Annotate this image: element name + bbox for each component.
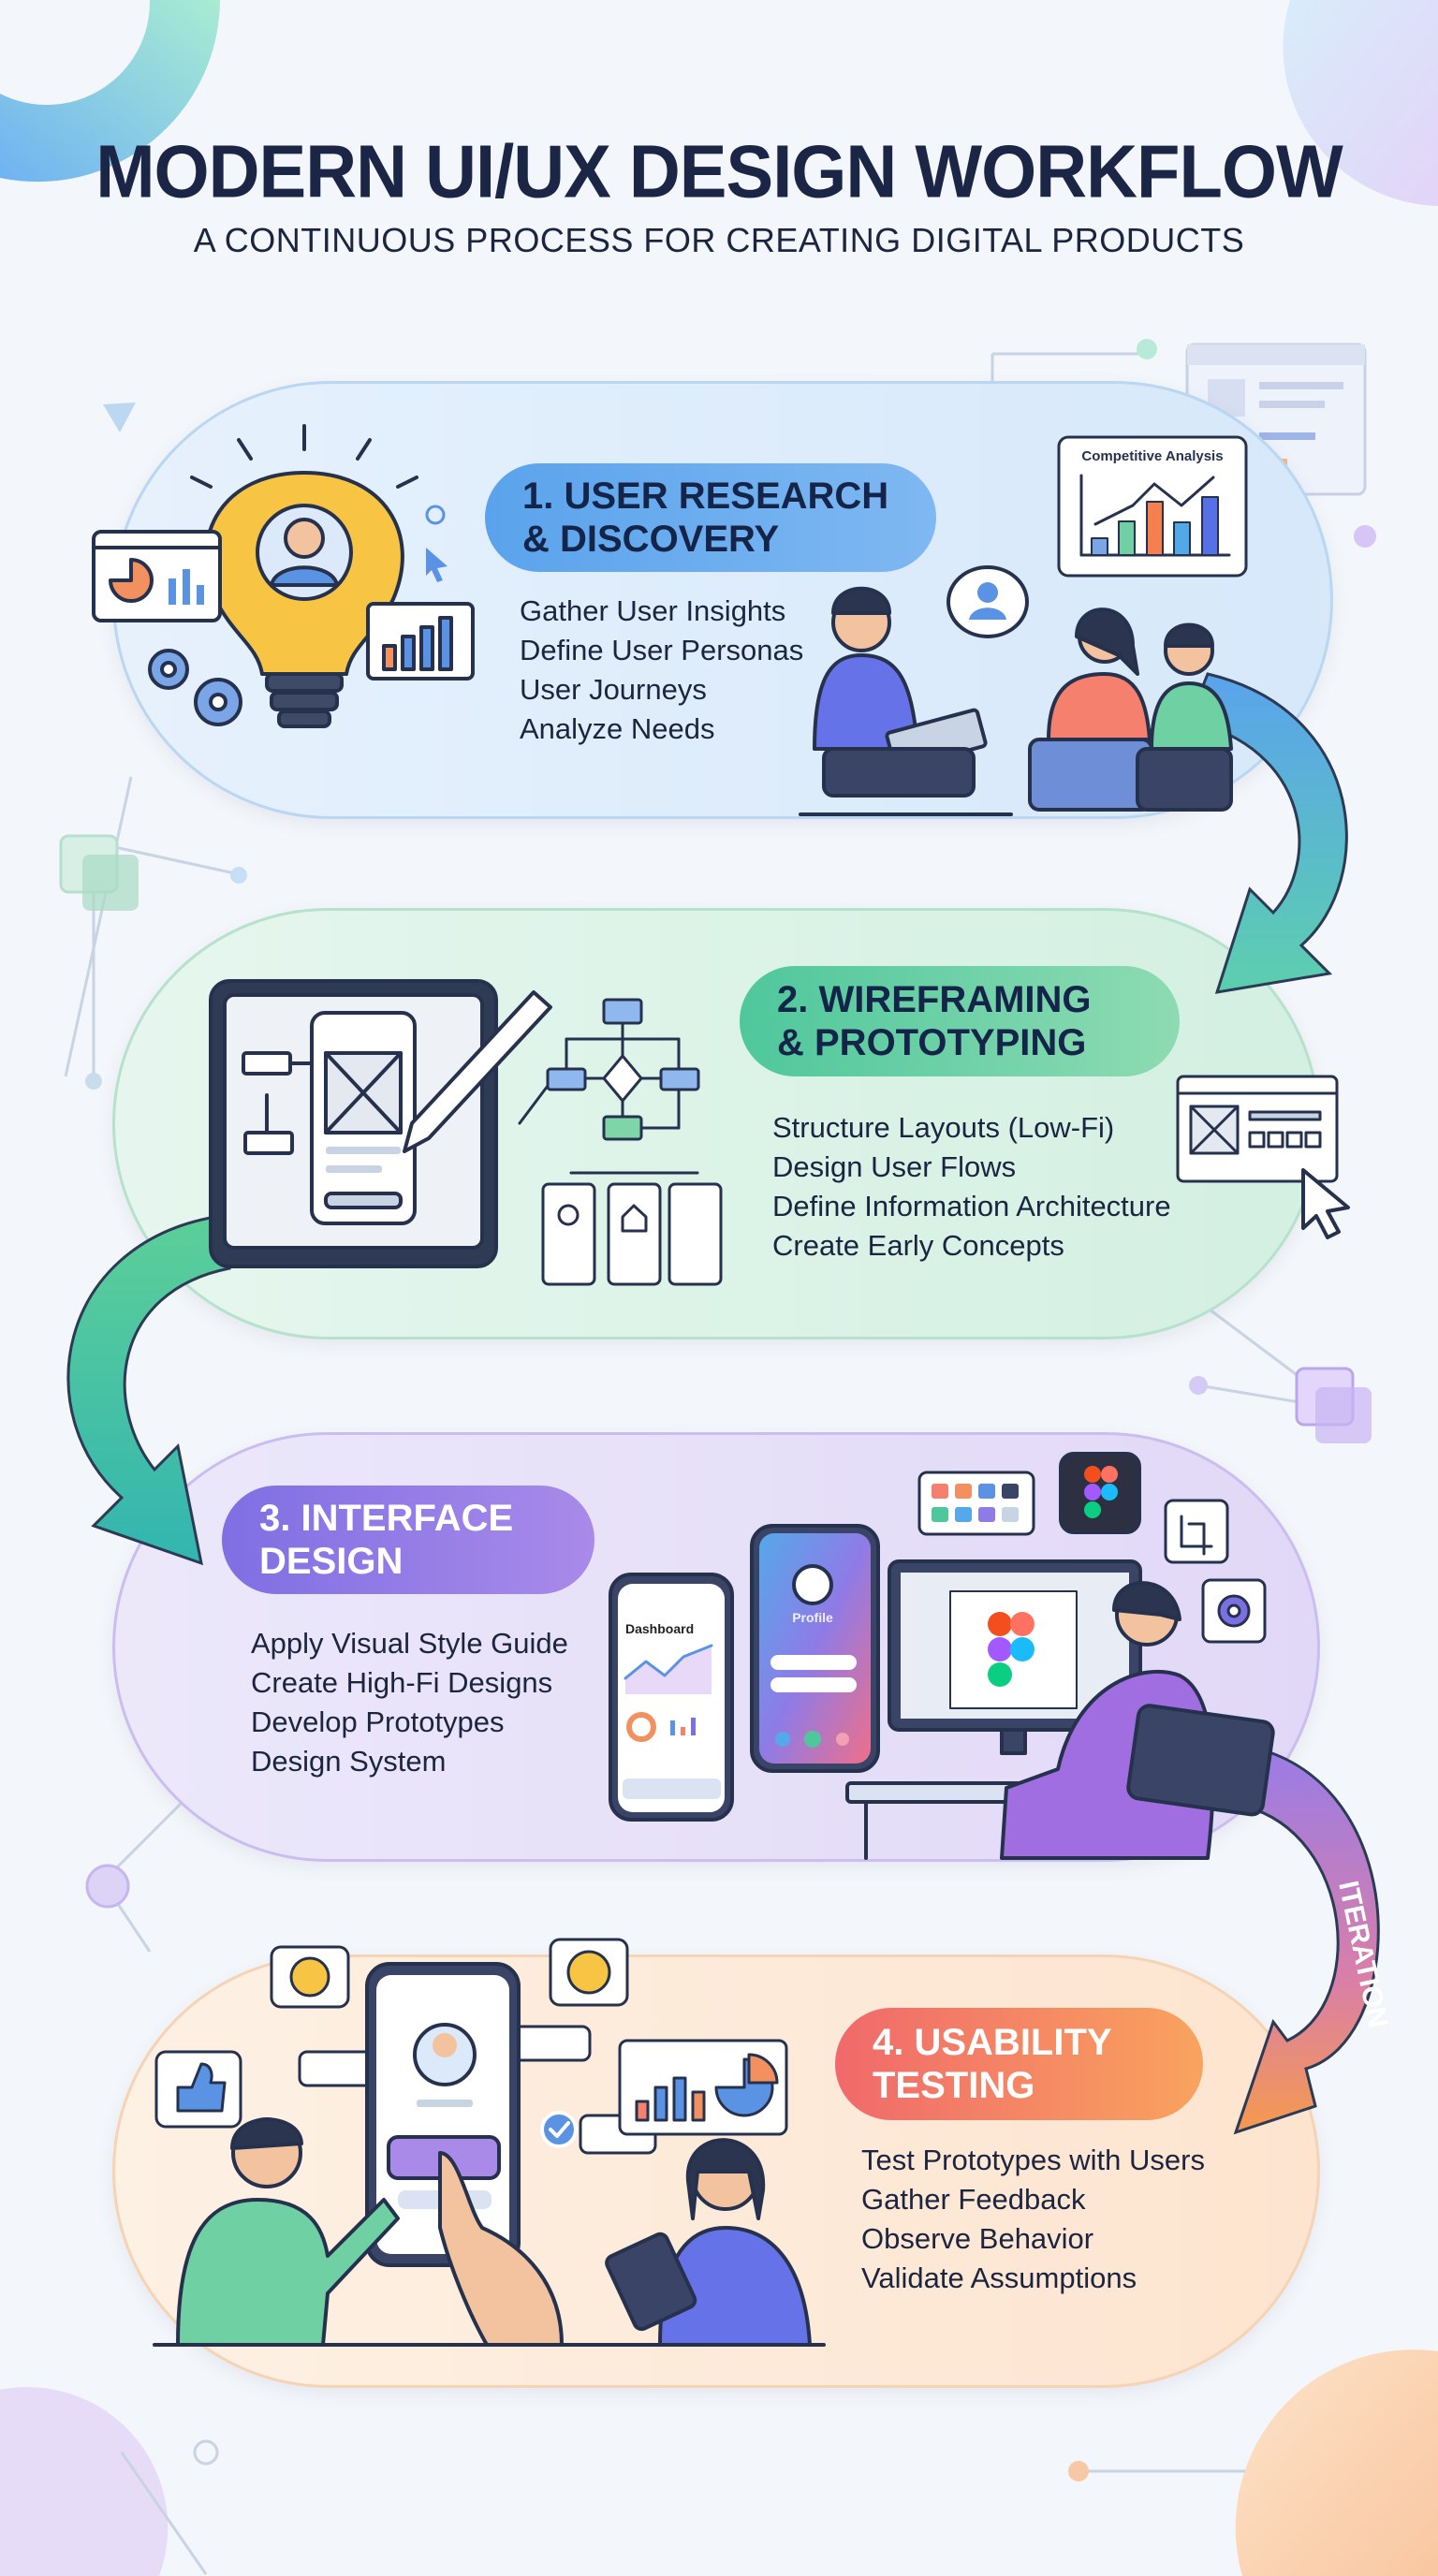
arrow-step2-to-step3 bbox=[66, 1215, 231, 1566]
step-3-title-line2: DESIGN bbox=[259, 1541, 404, 1582]
researcher-illustration bbox=[799, 586, 1013, 816]
step-4-list: Test Prototypes with Users Gather Feedba… bbox=[861, 2141, 1205, 2298]
lightbulb-icon bbox=[190, 424, 418, 728]
settings-gear-icon bbox=[1201, 1578, 1267, 1644]
gear-icon bbox=[148, 649, 242, 726]
cursor-icon bbox=[426, 548, 448, 582]
list-item: Create High-Fi Designs bbox=[251, 1666, 553, 1699]
browser-wireframe-icon bbox=[1176, 1075, 1339, 1183]
cursor-icon bbox=[1301, 1168, 1350, 1239]
figma-app-icon bbox=[1059, 1452, 1141, 1534]
dashboard-label: Dashboard bbox=[625, 1621, 694, 1636]
step-4-badge: 4. USABILITY TESTING bbox=[835, 2008, 1203, 2120]
list-item: Test Prototypes with Users bbox=[861, 2144, 1205, 2176]
list-item: Design User Flows bbox=[772, 1150, 1017, 1183]
step-2-title-line1: 2. WIREFRAMING bbox=[777, 979, 1092, 1020]
page-subtitle: A CONTINUOUS PROCESS FOR CREATING DIGITA… bbox=[193, 221, 1245, 259]
step-4-title-line2: TESTING bbox=[873, 2065, 1035, 2106]
list-item: Structure Layouts (Low-Fi) bbox=[772, 1111, 1115, 1144]
checkmark-glyph bbox=[549, 2121, 570, 2138]
step-4-title-line1: 4. USABILITY bbox=[873, 2022, 1112, 2063]
list-item: User Journeys bbox=[520, 673, 707, 706]
participants-illustration bbox=[1028, 607, 1233, 812]
list-item: Validate Assumptions bbox=[861, 2261, 1137, 2294]
list-item: Analyze Needs bbox=[520, 712, 715, 745]
list-item: Develop Prototypes bbox=[251, 1705, 505, 1738]
arrow-step1-to-step2 bbox=[1186, 672, 1348, 994]
crop-tool-icon bbox=[1164, 1499, 1229, 1564]
bar-chart-card-icon bbox=[366, 602, 475, 681]
page-title: MODERN UI/UX DESIGN WORKFLOW bbox=[95, 129, 1343, 214]
step-1-list: Gather User Insights Define User Persona… bbox=[520, 592, 803, 749]
thumbs-up-bubble-icon bbox=[154, 2050, 242, 2129]
profile-label: Profile bbox=[792, 1610, 833, 1625]
list-item: Gather User Insights bbox=[520, 594, 786, 627]
competitive-analysis-title: Competitive Analysis bbox=[1081, 448, 1223, 464]
profile-phone-mockup: Profile bbox=[750, 1524, 880, 1773]
step-3-title-line1: 3. INTERFACE bbox=[259, 1498, 514, 1539]
step-1-title-line2: & DISCOVERY bbox=[522, 519, 780, 560]
feedback-chart-card bbox=[618, 2039, 788, 2136]
user-speech-bubble-icon bbox=[946, 565, 1029, 638]
list-item: Apply Visual Style Guide bbox=[251, 1627, 568, 1660]
tablet-wireframe-illustration bbox=[209, 979, 498, 1268]
step-3-badge: 3. INTERFACE DESIGN bbox=[222, 1486, 594, 1594]
hand-pointing-illustration bbox=[438, 2151, 564, 2347]
list-item: Design System bbox=[251, 1745, 447, 1778]
screen-sitemap-icons bbox=[541, 1171, 723, 1286]
testing-phone-mockup bbox=[365, 1962, 521, 2267]
corner-blob bbox=[0, 2387, 169, 2576]
list-item: Observe Behavior bbox=[861, 2222, 1094, 2255]
user-flow-diagram bbox=[518, 998, 700, 1141]
tester-woman-illustration bbox=[605, 2138, 812, 2347]
step-1-title-line1: 1. USER RESEARCH bbox=[522, 476, 889, 517]
pen-icon bbox=[403, 990, 552, 1153]
step-2-title-line2: & PROTOTYPING bbox=[777, 1022, 1087, 1063]
corner-blob bbox=[1283, 0, 1438, 206]
list-item: Create Early Concepts bbox=[772, 1229, 1064, 1262]
step-1-badge: 1. USER RESEARCH & DISCOVERY bbox=[485, 463, 936, 572]
step-2-list: Structure Layouts (Low-Fi) Design User F… bbox=[772, 1108, 1171, 1266]
desktop-designer-illustration bbox=[845, 1559, 1275, 1860]
analytics-window-icon bbox=[92, 530, 222, 622]
checkmark-icon bbox=[540, 2111, 578, 2148]
dashboard-phone-mockup: Dashboard bbox=[609, 1573, 734, 1822]
list-item: Define Information Architecture bbox=[772, 1190, 1171, 1222]
step-2-badge: 2. WIREFRAMING & PROTOTYPING bbox=[740, 966, 1180, 1076]
step-3-list: Apply Visual Style Guide Create High-Fi … bbox=[251, 1624, 568, 1781]
smiley-bubble-icon bbox=[270, 1938, 629, 2009]
list-item: Define User Personas bbox=[520, 634, 804, 666]
list-item: Gather Feedback bbox=[861, 2183, 1086, 2216]
color-palette-icon bbox=[917, 1471, 1035, 1536]
iteration-arrow bbox=[1233, 1749, 1380, 2135]
competitive-analysis-chart: Competitive Analysis bbox=[1057, 435, 1248, 578]
corner-blob bbox=[1235, 2349, 1438, 2576]
corner-blob-cutout bbox=[0, 0, 151, 106]
